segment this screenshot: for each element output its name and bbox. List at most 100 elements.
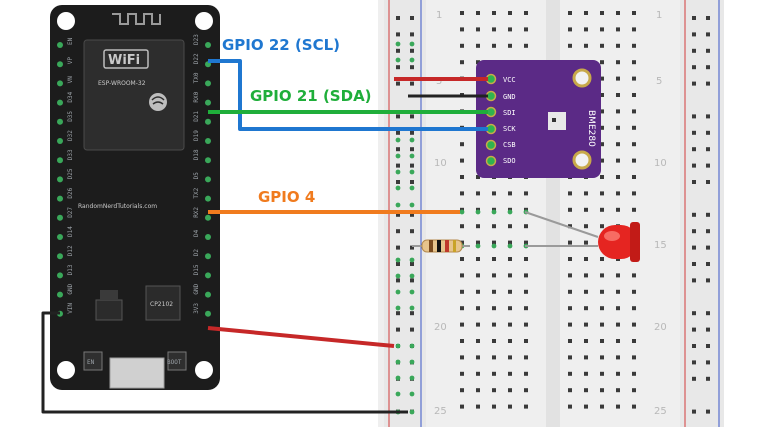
svg-text:25: 25 xyxy=(434,406,447,417)
esp32-pin xyxy=(57,99,63,106)
breadboard-hole xyxy=(632,339,636,343)
breadboard-hole-connected xyxy=(409,375,415,381)
breadboard-hole xyxy=(600,207,604,212)
bme280-pin-pad xyxy=(485,155,497,167)
breadboard-hole xyxy=(568,339,572,343)
esp32-pin xyxy=(205,234,211,240)
rail-hole xyxy=(692,212,696,217)
esp32-right-pin-label: RX2 xyxy=(193,207,200,218)
breadboard-hole xyxy=(492,11,496,15)
breadboard-hole xyxy=(600,43,604,48)
breadboard-hole xyxy=(476,43,480,48)
esp32-pin xyxy=(205,310,211,317)
esp32-pin xyxy=(205,214,211,221)
breadboard-hole xyxy=(524,388,528,393)
breadboard-hole xyxy=(524,289,528,294)
breadboard-hole xyxy=(568,306,572,311)
esp32-right-pin-label: 3V3 xyxy=(193,303,200,314)
breadboard-hole xyxy=(524,224,528,229)
breadboard-hole xyxy=(460,240,464,245)
breadboard-hole-connected xyxy=(491,209,497,215)
breadboard-hole xyxy=(508,27,512,32)
breadboard-hole-connected xyxy=(475,243,481,249)
breadboard-hole xyxy=(568,371,572,376)
svg-text:1: 1 xyxy=(656,10,662,21)
esp32-pin xyxy=(205,272,211,279)
breadboard-hole xyxy=(632,273,636,278)
breadboard-hole xyxy=(584,224,588,229)
breadboard-hole-connected xyxy=(395,375,401,381)
breadboard-hole xyxy=(524,257,528,261)
bme280-sensor: BME280 VCC GND SDI SCK CSB SDO xyxy=(476,60,601,178)
rail-hole xyxy=(396,147,400,152)
rail-hole xyxy=(706,327,710,332)
breadboard-hole xyxy=(568,322,572,327)
esp32-right-pin-label: D21 xyxy=(193,111,200,122)
esp32-right-pin-label: D19 xyxy=(193,130,200,141)
breadboard-hole xyxy=(460,11,464,15)
label-gpio4: GPIO 4 xyxy=(258,188,315,206)
esp32-pin xyxy=(57,61,63,68)
breadboard-hole xyxy=(476,388,480,393)
esp32-pin xyxy=(57,253,63,260)
rail-hole xyxy=(410,81,414,86)
esp32-pin xyxy=(57,291,63,298)
en-button[interactable] xyxy=(83,351,103,371)
regulator-chip xyxy=(95,290,123,321)
rail-hole xyxy=(706,48,710,53)
rail-hole xyxy=(410,245,414,250)
breadboard-hole xyxy=(476,224,480,229)
esp32-pin xyxy=(57,138,63,144)
rail-hole xyxy=(692,376,696,381)
breadboard-hole xyxy=(460,175,464,179)
breadboard-hole-connected xyxy=(395,391,401,397)
breadboard-hole xyxy=(460,339,464,343)
breadboard-hole xyxy=(616,191,620,196)
breadboard-hole xyxy=(476,339,480,343)
rail-hole xyxy=(396,180,400,184)
wire-3v3 xyxy=(207,326,395,348)
breadboard-hole-connected xyxy=(395,137,401,143)
breadboard-hole xyxy=(600,142,604,147)
usb-connector[interactable] xyxy=(109,357,165,389)
breadboard-hole xyxy=(616,175,620,179)
breadboard-hole xyxy=(600,11,604,15)
breadboard-hole xyxy=(584,339,588,343)
breadboard-hole xyxy=(600,404,604,409)
svg-text:10: 10 xyxy=(434,158,447,169)
breadboard-hole-connected xyxy=(395,305,401,311)
breadboard-hole xyxy=(632,11,636,15)
breadboard-hole xyxy=(460,322,464,327)
breadboard-hole xyxy=(476,355,480,360)
breadboard-hole xyxy=(460,404,464,409)
esp32-left-pin-label: VN xyxy=(67,76,74,84)
breadboard-hole xyxy=(600,322,604,327)
esp32-pin xyxy=(57,195,63,202)
breadboard-hole xyxy=(492,355,496,360)
bme-pin-csb: CSB xyxy=(503,141,516,149)
breadboard-hole xyxy=(524,371,528,376)
breadboard-hole xyxy=(508,322,512,327)
rail-hole xyxy=(706,147,710,152)
rail-hole xyxy=(692,180,696,184)
esp32-left-pin-label: D34 xyxy=(67,91,74,102)
breadboard-hole xyxy=(492,306,496,311)
breadboard-hole xyxy=(508,355,512,360)
rail-hole xyxy=(692,409,696,414)
breadboard-hole xyxy=(476,27,480,32)
breadboard-hole xyxy=(616,27,620,32)
breadboard-hole xyxy=(632,109,636,114)
esp32-pin xyxy=(57,118,63,125)
esp32-left-pin-label: EN xyxy=(67,37,74,45)
boot-button[interactable] xyxy=(167,351,187,371)
breadboard-hole xyxy=(616,339,620,343)
rail-hole xyxy=(706,81,710,86)
svg-text:20: 20 xyxy=(654,322,667,333)
antenna-trace-icon xyxy=(112,13,161,25)
breadboard-hole xyxy=(524,273,528,278)
breadboard-hole xyxy=(508,191,512,196)
breadboard-hole xyxy=(600,273,604,278)
breadboard-hole xyxy=(524,27,528,32)
breadboard-hole xyxy=(568,289,572,294)
